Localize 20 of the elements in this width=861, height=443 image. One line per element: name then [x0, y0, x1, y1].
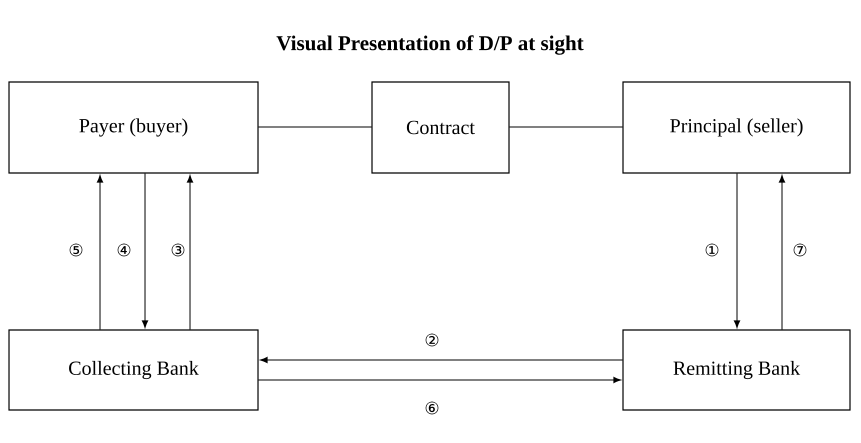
edge-label: ④ — [115, 242, 133, 258]
edge-label: ② — [423, 332, 441, 348]
edge-label: ⑤ — [67, 242, 85, 258]
process-box: Collecting Bank — [8, 329, 259, 411]
process-box: Remitting Bank — [622, 329, 851, 411]
edge-label: ⑦ — [791, 242, 809, 258]
process-box: Payer (buyer) — [8, 81, 259, 174]
arrow — [258, 376, 621, 384]
process-box: Principal (seller) — [622, 81, 851, 174]
arrow — [142, 173, 148, 328]
edge-label: ⑥ — [423, 400, 441, 416]
process-box: Contract — [371, 81, 510, 174]
edge-label: ① — [703, 242, 721, 258]
edge-label: ③ — [169, 242, 187, 258]
arrow — [778, 175, 786, 330]
title: Visual Presentation of D/P at sight — [276, 35, 584, 55]
arrow — [96, 175, 104, 330]
arrow — [734, 173, 740, 328]
arrow — [260, 356, 623, 364]
arrow — [186, 175, 194, 330]
